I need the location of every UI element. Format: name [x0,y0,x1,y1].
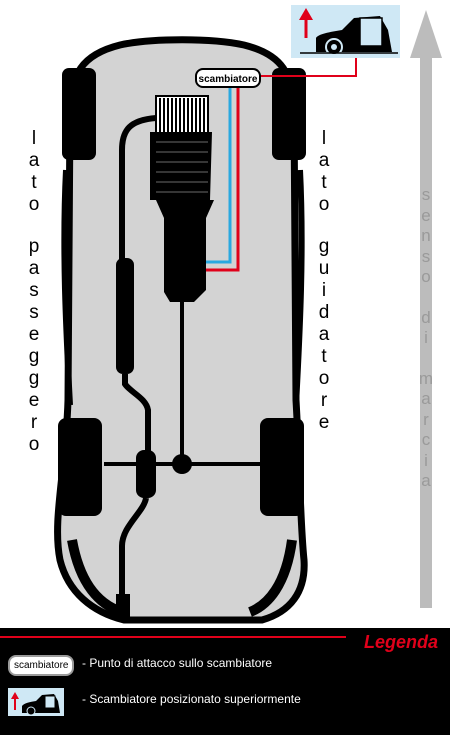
differential [172,454,192,474]
drivetrain [104,300,262,474]
exhaust-tip [116,594,130,618]
legend-item-connector: scambiatore - Punto di attacco sullo sca… [0,648,450,682]
front-left-wheel [62,68,96,160]
up-arrow-icon [11,692,19,710]
car-side-icon [22,694,60,716]
position-inset [291,5,400,58]
connector-line [258,50,357,77]
blue-pipe [206,88,232,264]
legend-item-text: - Punto di attacco sullo scambiatore [82,656,273,670]
rear-right-wheel [260,418,304,516]
front-muffler [116,258,134,374]
front-right-wheel [272,68,306,160]
exhaust-system [116,115,157,618]
direction-arrow [410,10,442,608]
legend-item-position: - Scambiatore posizionato superiormente [0,684,450,718]
rear-muffler [136,450,156,498]
car-underbody-diagram: scambiatore [54,5,442,624]
connector-tag-label: scambiatore [199,74,258,85]
engine-block [150,95,214,302]
connector-tag: scambiatore [195,68,261,88]
legend: Legenda scambiatore - Punto di attacco s… [0,628,450,735]
red-pipe [206,88,240,272]
rear-left-wheel [58,418,102,516]
legend-chip: scambiatore [8,655,75,676]
engine-ribs [159,98,205,132]
car-side-icon [300,16,398,56]
up-arrow-icon [299,8,313,38]
legend-item-text: - Scambiatore posizionato superiormente [82,692,301,706]
legend-divider [0,636,346,638]
heat-exchanger-pipes [206,50,357,272]
legend-title: Legenda [363,632,438,652]
legend-thumbnail [8,688,64,716]
